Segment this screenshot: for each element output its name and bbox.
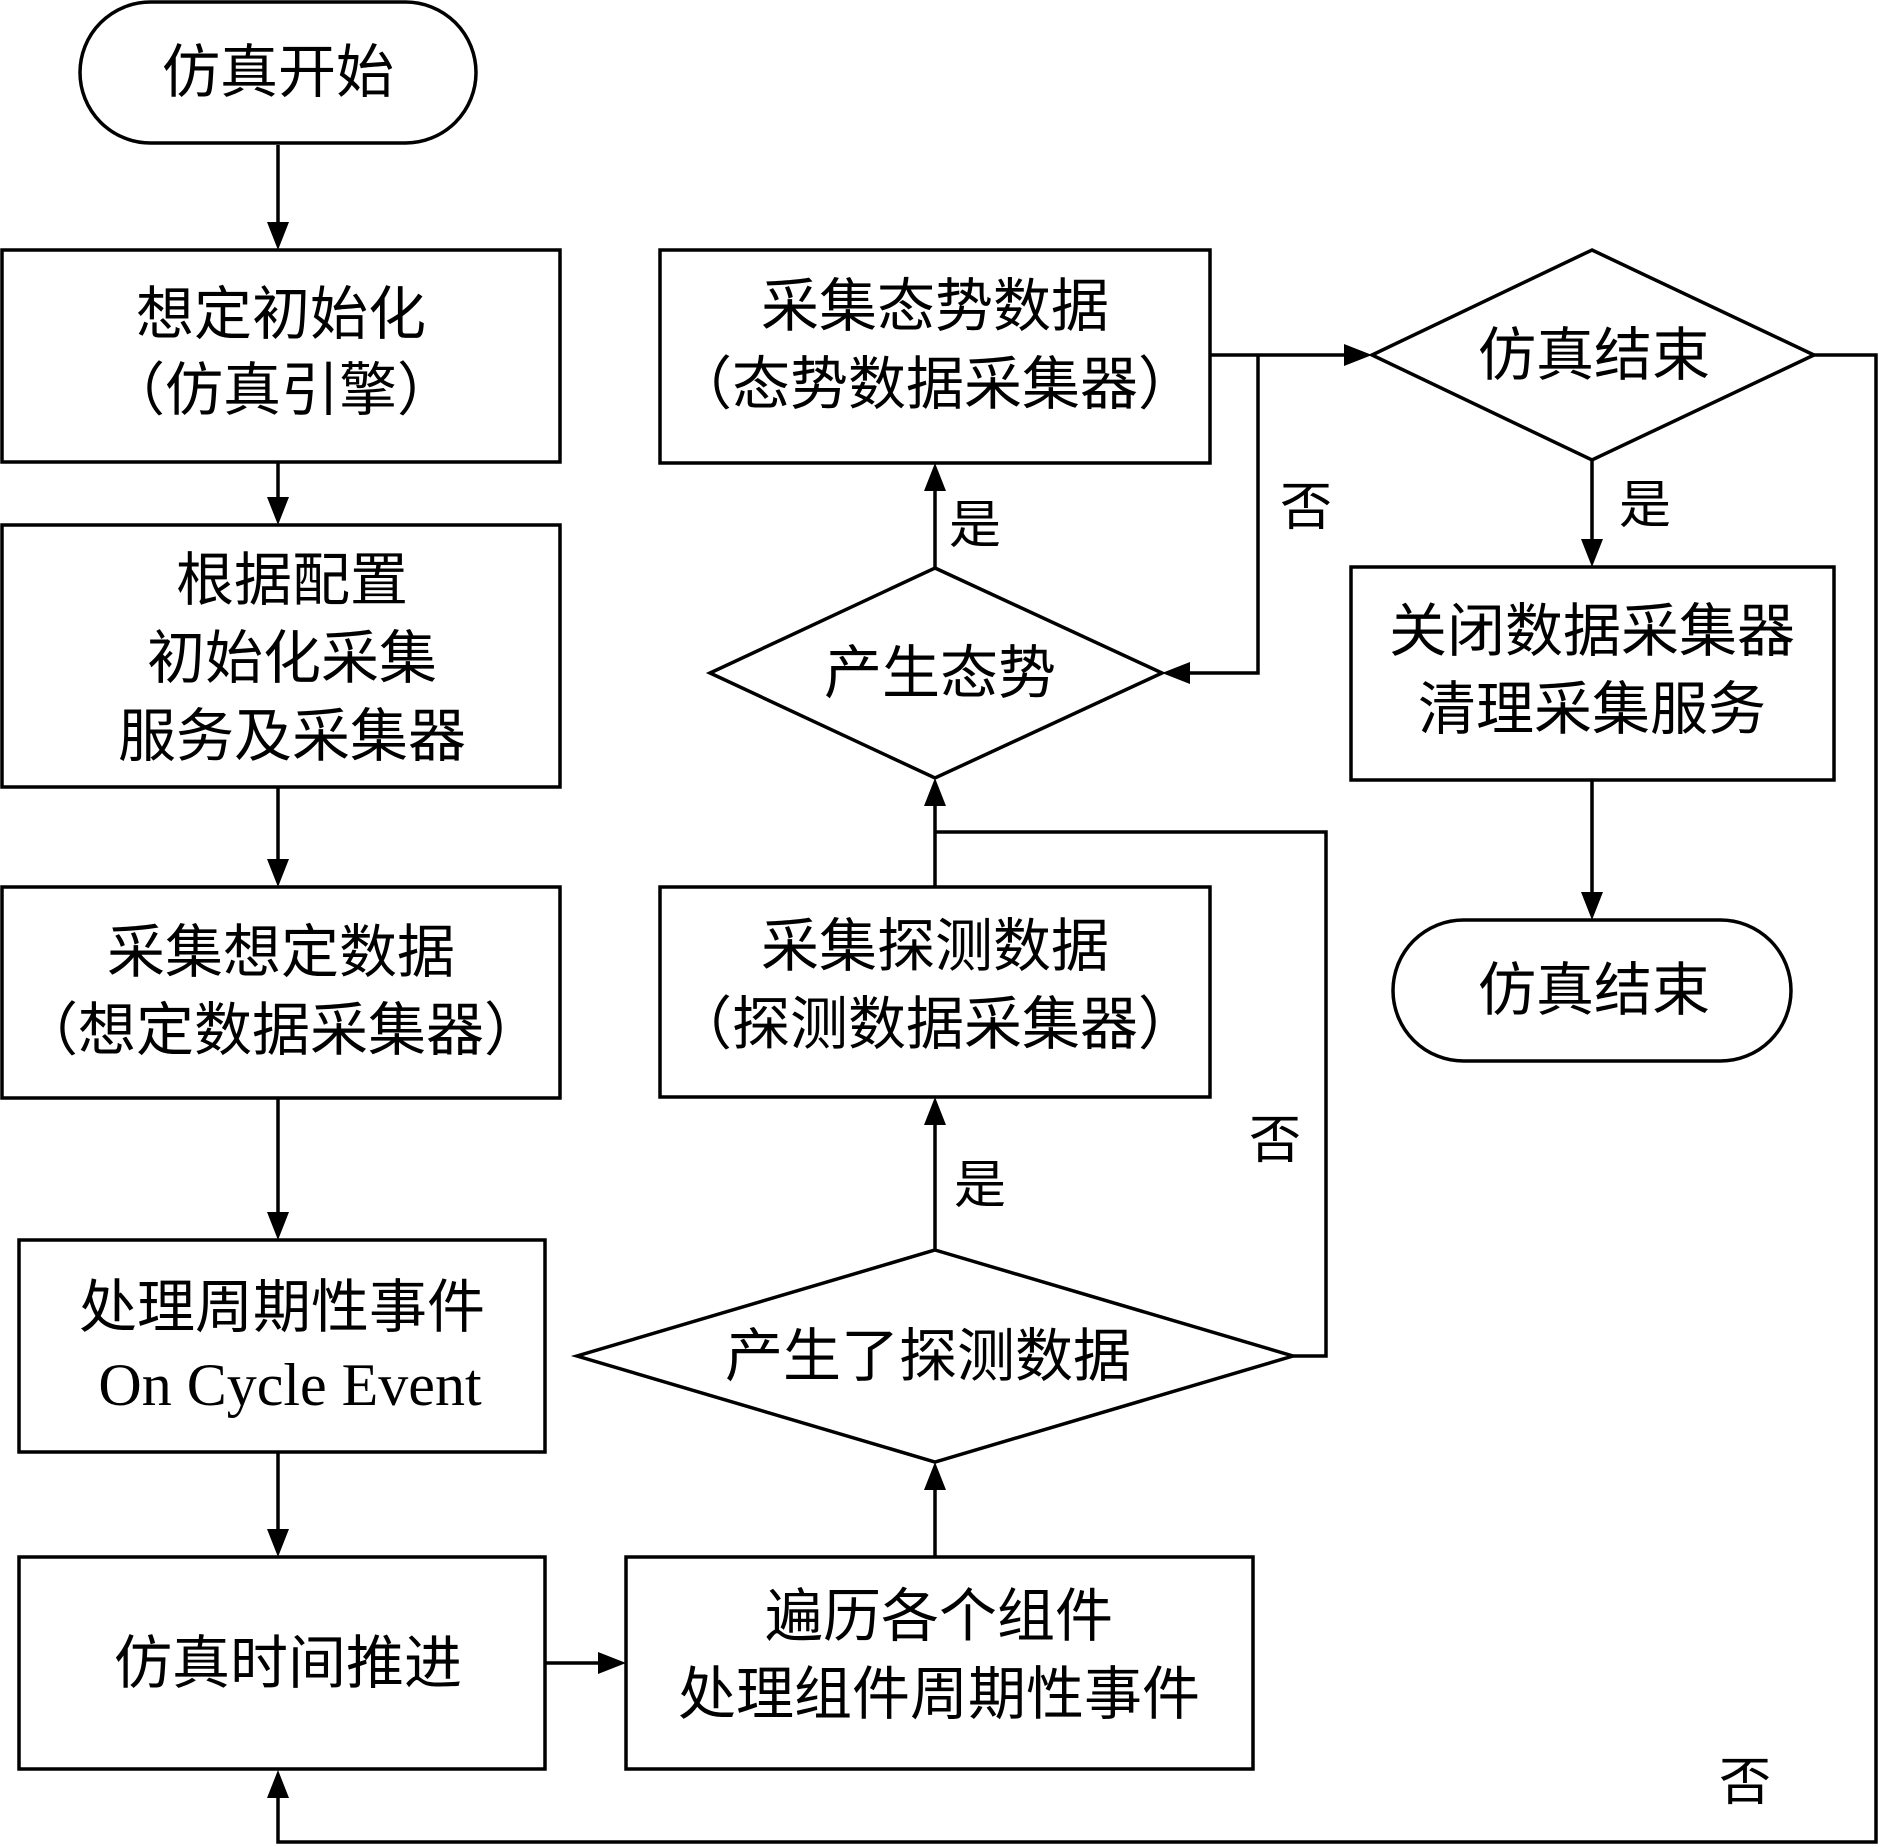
node-close-collectors-line-1: 关闭数据采集器 bbox=[1389, 597, 1795, 665]
node-collect-scenario: 采集想定数据 （想定数据采集器） bbox=[0, 885, 562, 1100]
node-collect-scenario-line-1: 采集想定数据 bbox=[107, 918, 455, 986]
node-time-advance: 仿真时间推进 bbox=[17, 1555, 547, 1771]
arrowhead bbox=[267, 222, 289, 250]
node-collect-detection: 采集探测数据 （探测数据采集器） bbox=[658, 885, 1212, 1099]
arrowhead bbox=[1581, 892, 1603, 920]
arrowhead bbox=[1162, 662, 1190, 684]
edge-label-detect-yes: 是 bbox=[954, 1156, 1006, 1216]
node-init-collection: 根据配置 初始化采集 服务及采集器 bbox=[0, 523, 562, 789]
node-init-collection-line-3: 服务及采集器 bbox=[118, 702, 466, 770]
node-detect-decision-line-1: 产生了探测数据 bbox=[725, 1322, 1131, 1390]
edge-labels: 是 是 是 否 否 否 bbox=[949, 476, 1771, 1813]
node-sim-start: 仿真开始 bbox=[78, 0, 478, 145]
arrowhead bbox=[1344, 344, 1372, 366]
node-end-decision: 仿真结束 bbox=[1367, 248, 1819, 462]
node-init-collection-line-2: 初始化采集 bbox=[147, 624, 437, 692]
edge-end-no-loop-back bbox=[276, 353, 1878, 1844]
arrowhead bbox=[924, 463, 946, 491]
edge-label-situation-no: 否 bbox=[1280, 478, 1332, 538]
edge-label-end-yes: 是 bbox=[1619, 476, 1671, 536]
arrowhead bbox=[267, 1212, 289, 1240]
node-collect-situation: 采集态势数据 （态势数据采集器） bbox=[658, 248, 1212, 465]
arrowhead bbox=[1581, 539, 1603, 567]
node-detect-decision: 产生了探测数据 bbox=[570, 1248, 1300, 1464]
node-sim-start-line-1: 仿真开始 bbox=[162, 38, 394, 106]
node-time-advance-line-1: 仿真时间推进 bbox=[114, 1629, 462, 1697]
node-situation-decision-line-1: 产生态势 bbox=[824, 639, 1056, 707]
arrowhead bbox=[598, 1652, 626, 1674]
node-collect-situation-line-2: （态势数据采集器） bbox=[674, 350, 1196, 418]
node-situation-decision: 产生态势 bbox=[705, 566, 1167, 780]
edges bbox=[267, 145, 1878, 1844]
node-traverse-components-line-2: 处理组件周期性事件 bbox=[678, 1660, 1200, 1728]
node-end-decision-line-1: 仿真结束 bbox=[1478, 321, 1710, 389]
node-scenario-init: 想定初始化 （仿真引擎） bbox=[0, 248, 562, 464]
arrowhead bbox=[267, 497, 289, 525]
arrowhead bbox=[267, 859, 289, 887]
arrowhead bbox=[267, 1529, 289, 1557]
node-periodic-event-line-2: On Cycle Event bbox=[98, 1352, 482, 1418]
node-collect-scenario-line-2: （想定数据采集器） bbox=[20, 996, 542, 1064]
arrowhead bbox=[924, 1097, 946, 1125]
node-collect-situation-line-1: 采集态势数据 bbox=[761, 272, 1109, 340]
node-sim-end: 仿真结束 bbox=[1391, 918, 1793, 1063]
edge-label-end-no: 否 bbox=[1719, 1753, 1771, 1813]
node-init-collection-line-1: 根据配置 bbox=[176, 546, 408, 614]
arrowhead bbox=[924, 1462, 946, 1490]
arrowhead bbox=[267, 1770, 289, 1798]
edge-label-situation-yes: 是 bbox=[949, 496, 1001, 556]
edge-detect-no-to-situation-decision bbox=[935, 830, 1328, 1358]
node-scenario-init-line-2: （仿真引擎） bbox=[107, 356, 455, 424]
edge-label-detect-no: 否 bbox=[1249, 1111, 1301, 1171]
node-collect-detection-line-2: （探测数据采集器） bbox=[674, 990, 1196, 1058]
node-close-collectors-line-2: 清理采集服务 bbox=[1418, 675, 1766, 743]
node-periodic-event: 处理周期性事件 On Cycle Event bbox=[17, 1238, 547, 1454]
arrowhead bbox=[924, 778, 946, 806]
node-scenario-init-line-1: 想定初始化 bbox=[136, 280, 426, 348]
node-traverse-components: 遍历各个组件 处理组件周期性事件 bbox=[624, 1555, 1255, 1771]
node-traverse-components-line-1: 遍历各个组件 bbox=[765, 1582, 1113, 1650]
edge-situation-no-loop bbox=[1188, 355, 1260, 675]
node-periodic-event-line-1: 处理周期性事件 bbox=[79, 1273, 485, 1341]
node-sim-end-line-1: 仿真结束 bbox=[1478, 956, 1710, 1024]
node-close-collectors: 关闭数据采集器 清理采集服务 bbox=[1349, 565, 1836, 782]
node-collect-detection-line-1: 采集探测数据 bbox=[761, 912, 1109, 980]
